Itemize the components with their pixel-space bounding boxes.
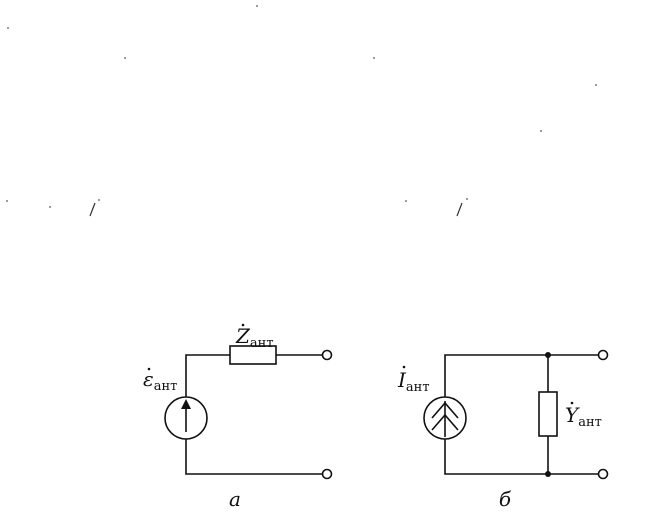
speck: [7, 27, 9, 29]
speck: [466, 198, 468, 200]
speck: [6, 200, 8, 202]
terminal-bottom: [321, 468, 333, 480]
speck: [124, 57, 126, 59]
speck: [98, 199, 100, 201]
speck: [373, 57, 375, 59]
terminal-top: [597, 349, 609, 361]
source-label: Iант: [397, 368, 430, 395]
speck: [405, 200, 407, 202]
caption-a: а: [229, 487, 241, 511]
terminal-bottom: [597, 468, 609, 480]
wire-left-top: [185, 354, 230, 398]
wire-bottom: [444, 439, 598, 475]
terminal-top: [321, 349, 333, 361]
speck: [49, 206, 51, 208]
emf-arrow-head: [181, 399, 191, 409]
circuit-a: εант Zант а: [143, 323, 333, 511]
current-arrow-chevron-upper: [431, 401, 459, 419]
stray-stroke: [456, 202, 463, 217]
admittance-resistor: [538, 391, 558, 437]
current-arrow-chevron-lower: [431, 413, 459, 431]
speck: [256, 5, 258, 7]
source-label: εант: [143, 367, 177, 394]
speck: [595, 84, 597, 86]
junction-bottom: [545, 471, 551, 477]
junction-top: [545, 352, 551, 358]
admittance-phasor-dot: [570, 401, 574, 405]
scan-artifacts: [6, 5, 597, 217]
impedance-resistor: [229, 345, 277, 365]
impedance-label: Zант: [235, 324, 274, 351]
admittance-label: Yант: [565, 403, 602, 430]
impedance-phasor-dot: [241, 323, 245, 327]
source-phasor-dot: [147, 367, 151, 371]
wire-left-top: [444, 354, 598, 397]
wire-bottom: [185, 438, 322, 475]
caption-b: б: [499, 487, 512, 511]
circuit-b: Iант Yант б: [397, 349, 609, 511]
speck: [540, 130, 542, 132]
source-phasor-dot: [402, 365, 406, 369]
stray-stroke: [89, 202, 96, 217]
